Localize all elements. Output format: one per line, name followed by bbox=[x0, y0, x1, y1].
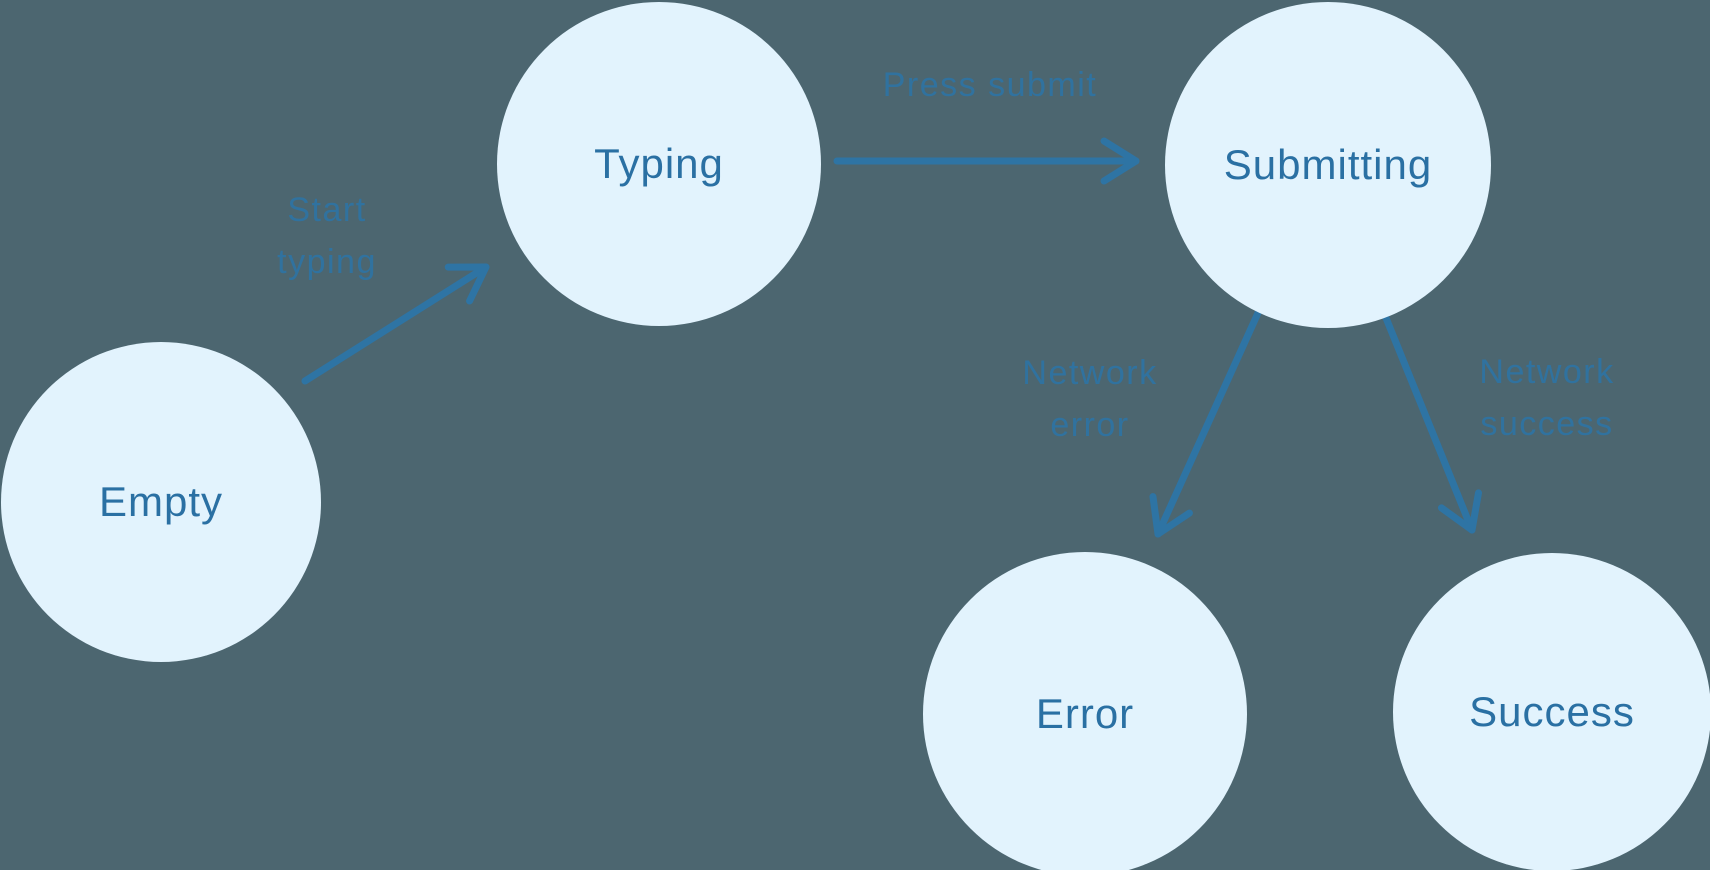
edge-label-network-success: Network success bbox=[1437, 346, 1657, 450]
node-submitting: Submitting bbox=[1165, 2, 1491, 328]
node-empty: Empty bbox=[1, 342, 321, 662]
edge-label-line: success bbox=[1480, 405, 1614, 443]
node-error: Error bbox=[923, 552, 1247, 870]
node-label-submitting: Submitting bbox=[1223, 141, 1433, 188]
node-success: Success bbox=[1393, 553, 1710, 870]
edge-label-line: error bbox=[1050, 406, 1130, 444]
edge-label-line: Press submit bbox=[882, 66, 1098, 104]
node-label-empty: Empty bbox=[98, 478, 224, 525]
edge-label-line: Start bbox=[287, 191, 367, 229]
edge-label-line: Network bbox=[1479, 353, 1615, 391]
edge-label-line: Network bbox=[1022, 354, 1158, 392]
node-label-typing: Typing bbox=[594, 140, 724, 187]
edge-label-line: typing bbox=[277, 243, 377, 281]
edge-label-network-error: Network error bbox=[980, 347, 1200, 451]
edge-label-press-submit: Press submit bbox=[840, 59, 1140, 111]
node-label-error: Error bbox=[1035, 690, 1135, 737]
edge-label-start-typing: Start typing bbox=[217, 184, 437, 288]
node-label-success: Success bbox=[1469, 688, 1635, 735]
node-typing: Typing bbox=[497, 2, 821, 326]
